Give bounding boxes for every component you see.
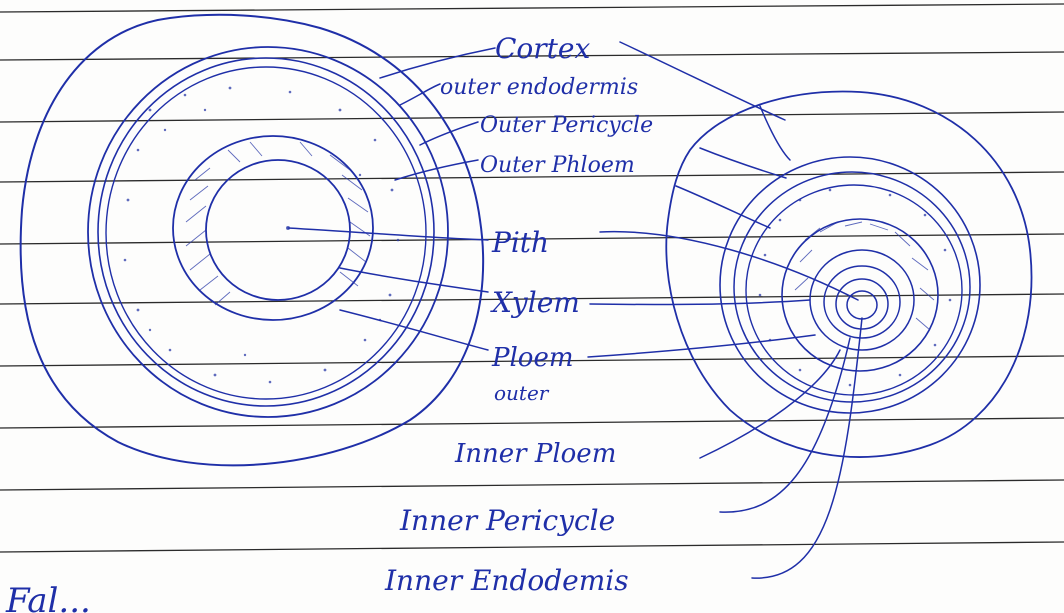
label-xylem: Xylem [490,286,580,319]
leader-xylem [340,268,488,292]
label-outer-pericycle: Outer Pericycle [480,113,653,138]
label-inner-endodermis: Inner Endodemis [384,564,629,597]
label-cortex: Cortex [495,32,590,65]
right-outer-endodermis [720,157,980,413]
leader-inner-ploem [700,350,840,458]
label-ploem: Ploem [491,343,574,373]
right-stem-diagram [666,92,1031,458]
leader-ploem-right [588,335,815,357]
leader-outer-pericycle [420,122,478,145]
left-xylem-hatching [186,142,370,305]
label-inner-pericycle: Inner Pericycle [399,504,615,537]
label-pith: Pith [491,226,549,259]
ruled-line [0,418,1064,428]
label-outer: outer [494,381,550,405]
leader-pith [288,228,488,240]
left-phloem-dots [124,87,400,384]
leader-xylem-right [590,300,810,305]
leader-pith-right [600,232,858,300]
left-outer-pericycle [98,58,434,406]
label-inner-ploem: Inner Ploem [454,439,616,469]
left-outer-endodermis [88,47,448,417]
right-outer-phloem [746,185,962,395]
right-inner-ploem [810,250,914,350]
ruled-line [0,480,1064,490]
left-xylem-outer [173,136,373,320]
label-outer-phloem: Outer Phloem [480,153,635,178]
ruled-line [0,542,1064,552]
leader-cortex [380,48,495,78]
leader-outer-endodermis [400,84,440,105]
ruled-line [0,4,1064,12]
right-pith [847,291,877,319]
leader-outer-phloem-right [676,186,770,228]
leader-outer-pericycle-right [700,148,786,178]
label-outer-endodermis: outer endodermis [440,75,638,100]
footer-fragment: Fal... [5,581,91,613]
right-phloem-dots [759,189,952,387]
right-outer-pericycle [734,172,970,402]
